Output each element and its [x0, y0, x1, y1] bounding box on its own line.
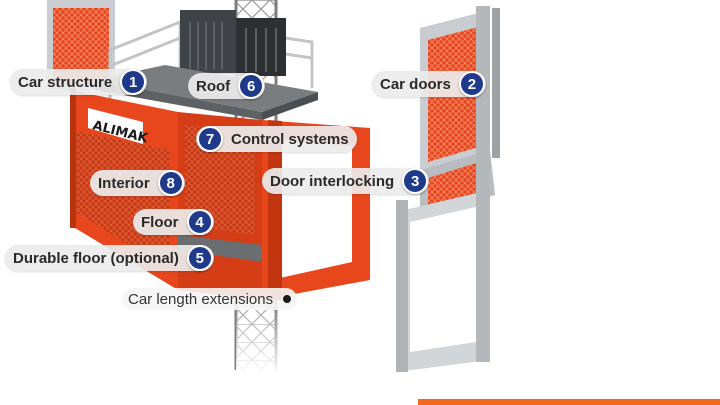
car-floor — [178, 235, 262, 262]
callout-door-interlocking[interactable]: Door interlocking 3 — [262, 168, 430, 194]
callout-label: Roof — [196, 77, 231, 95]
callout-number-badge: 4 — [186, 209, 213, 235]
callout-label: Durable floor (optional) — [13, 249, 179, 267]
callout-roof[interactable]: Roof 6 — [188, 73, 266, 99]
callout-number-badge: 5 — [186, 245, 213, 271]
callout-number-badge: 3 — [402, 168, 429, 194]
callout-label: Door interlocking — [270, 172, 395, 190]
car-length-extensions-text: Car length extensions — [128, 290, 274, 308]
callout-interior[interactable]: Interior 8 — [90, 170, 185, 196]
callout-car-doors[interactable]: Car doors 2 — [372, 71, 486, 97]
callout-number-badge: 7 — [197, 126, 223, 152]
accent-bar — [418, 399, 720, 405]
callout-durable-floor[interactable]: Durable floor (optional) 5 — [5, 245, 214, 271]
callout-number-badge: 1 — [120, 69, 147, 95]
hotspot-dot-icon — [283, 295, 292, 303]
roof-control-box — [180, 10, 286, 76]
callout-label: Car doors — [380, 75, 451, 93]
callout-label: Interior — [98, 174, 150, 192]
callout-car-structure[interactable]: Car structure 1 — [10, 69, 148, 95]
callout-number-badge: 6 — [238, 73, 265, 99]
car-length-extensions-label[interactable]: Car length extensions — [122, 288, 298, 310]
callout-number-badge: 8 — [157, 170, 184, 196]
callout-label: Control systems — [231, 130, 349, 148]
callout-number-badge: 2 — [458, 71, 485, 97]
callout-control-systems[interactable]: 7 Control systems — [196, 126, 357, 152]
callout-floor[interactable]: Floor 4 — [133, 209, 214, 235]
callout-label: Floor — [141, 213, 179, 231]
callout-label: Car structure — [18, 73, 113, 91]
